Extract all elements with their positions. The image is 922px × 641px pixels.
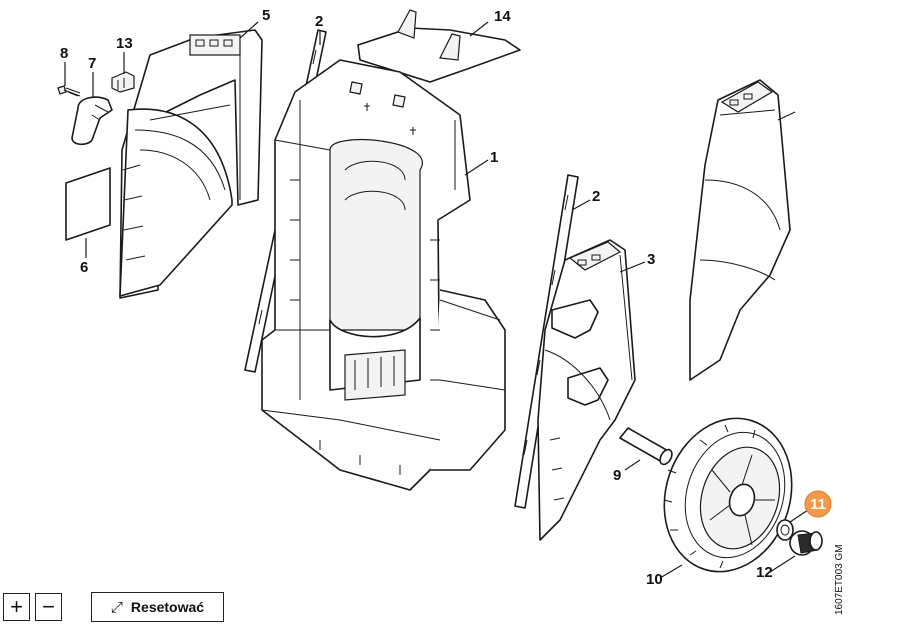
part-3-right-panel[interactable] xyxy=(537,239,636,541)
label-3: 3 xyxy=(647,251,655,268)
svg-text:11: 11 xyxy=(810,496,826,513)
highlighted-label-11[interactable]: 11 xyxy=(804,490,832,518)
label-2-right: 2 xyxy=(592,188,600,205)
label-9: 9 xyxy=(613,467,621,484)
drawing-code: 1607ET003 GM xyxy=(834,544,845,615)
part-labels: 5 2 14 1 2 3 8 7 13 6 9 10 12 xyxy=(60,7,773,588)
zoom-in-button[interactable]: + xyxy=(3,593,30,621)
leader-lines xyxy=(64,21,809,579)
part-14-top-cover[interactable] xyxy=(357,9,521,83)
label-2-left: 2 xyxy=(315,13,323,30)
part-8-screw[interactable] xyxy=(57,85,81,97)
part-12-hub-cap[interactable] xyxy=(789,530,823,556)
part-11-washer[interactable] xyxy=(776,519,794,541)
label-5: 5 xyxy=(262,7,270,24)
zoom-out-button[interactable]: − xyxy=(35,593,62,621)
label-14: 14 xyxy=(494,8,511,25)
part-7-knob[interactable] xyxy=(71,96,113,146)
label-12: 12 xyxy=(756,564,773,581)
part-1-main-housing[interactable] xyxy=(261,59,506,491)
label-10: 10 xyxy=(646,571,663,588)
part-13-clip[interactable] xyxy=(111,71,135,93)
part-6-label[interactable] xyxy=(65,167,111,241)
part-10-wheel[interactable] xyxy=(645,402,811,589)
label-13: 13 xyxy=(116,35,133,52)
reset-button-label: Resetować xyxy=(130,599,205,615)
label-1: 1 xyxy=(490,149,498,166)
label-8: 8 xyxy=(60,45,68,62)
part-5-left-panel[interactable] xyxy=(119,29,263,299)
label-7: 7 xyxy=(88,55,96,72)
label-6: 6 xyxy=(80,259,88,276)
part-far-right-panel[interactable] xyxy=(689,79,796,381)
expand-icon: ⤢ xyxy=(110,598,123,616)
part-9-axle[interactable] xyxy=(619,427,674,466)
reset-button[interactable]: ⤢ Resetować xyxy=(91,592,224,622)
